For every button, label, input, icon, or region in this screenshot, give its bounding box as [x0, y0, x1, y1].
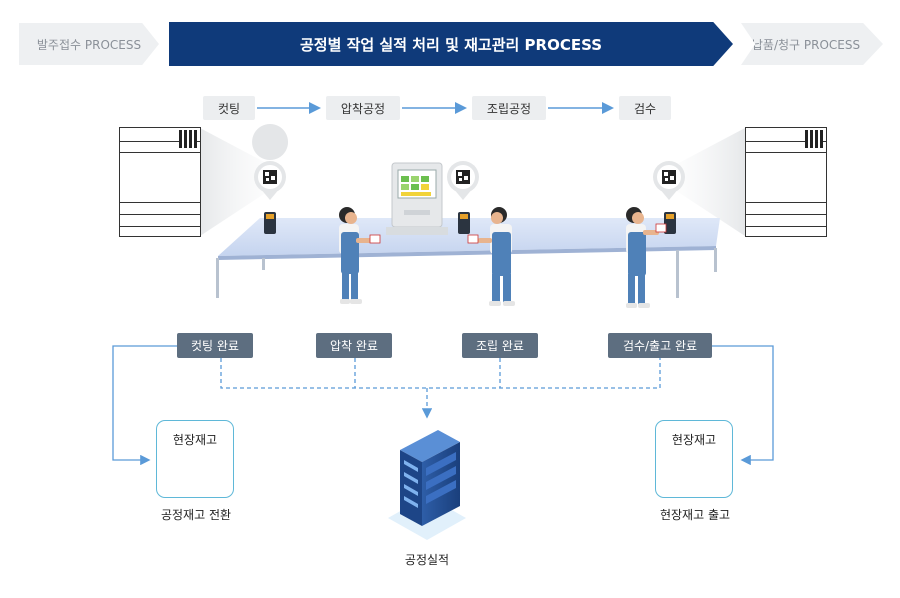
server-caption: 공정실적: [404, 553, 450, 567]
cutting-complete-label: 컷팅 완료: [191, 339, 239, 353]
order-receipt-label: 발주접수 PROCESS: [36, 37, 142, 52]
left-site-inventory: 현장재고: [156, 420, 234, 498]
step-inspection-label: 검수: [633, 101, 657, 116]
process-title: 공정별 작업 실적 처리 및 재고관리 PROCESS: [299, 35, 603, 54]
inspection-shipping-complete-label: 검수/출고 완료: [622, 339, 698, 353]
step-cutting: 컷팅: [203, 96, 255, 120]
server-icon: [388, 430, 466, 540]
step-delivery-billing[interactable]: 납품/청구 PROCESS: [741, 23, 883, 65]
inspection-shipping-complete-box: 검수/출고 완료: [608, 333, 712, 358]
assembly-complete-box: 조립 완료: [462, 333, 538, 358]
worker-left: [339, 207, 381, 304]
cutting-complete-box: 컷팅 완료: [177, 333, 253, 358]
left-inventory-title: 현장재고: [172, 433, 218, 447]
pressing-complete-box: 압착 완료: [316, 333, 392, 358]
right-inventory-title: 현장재고: [671, 433, 717, 447]
work-order-tag-right: [745, 127, 827, 237]
worker-right: [626, 207, 667, 308]
scanner-icon: [264, 212, 676, 234]
work-order-tag-left: [119, 127, 201, 237]
delivery-billing-label: 납품/청구 PROCESS: [751, 37, 861, 52]
qr-code-icon: [179, 130, 197, 148]
step-inspection: 검수: [619, 96, 671, 120]
right-site-inventory: 현장재고: [655, 420, 733, 498]
kiosk-terminal: [386, 162, 448, 235]
step-order-receipt[interactable]: 발주접수 PROCESS: [19, 23, 159, 65]
current-process-banner: 공정별 작업 실적 처리 및 재고관리 PROCESS: [169, 22, 733, 66]
step-assembly-label: 조립공정: [486, 101, 532, 116]
worker-center: [467, 207, 515, 306]
assembly-complete-label: 조립 완료: [476, 339, 524, 353]
step-assembly: 조립공정: [472, 96, 546, 120]
connector-lines: [112, 345, 774, 466]
qr-pin-center: [447, 161, 479, 200]
qr-code-icon: [805, 130, 823, 148]
pressing-complete-label: 압착 완료: [330, 339, 378, 353]
left-inventory-caption: 공정재고 전환: [160, 508, 232, 522]
right-inventory-caption: 현장재고 출고: [659, 508, 731, 522]
step-pressing-label: 압착공정: [340, 101, 386, 116]
qr-pin-left: [252, 124, 289, 200]
step-cutting-label: 컷팅: [217, 101, 241, 116]
step-pressing: 압착공정: [326, 96, 400, 120]
qr-pin-right: [653, 161, 685, 200]
